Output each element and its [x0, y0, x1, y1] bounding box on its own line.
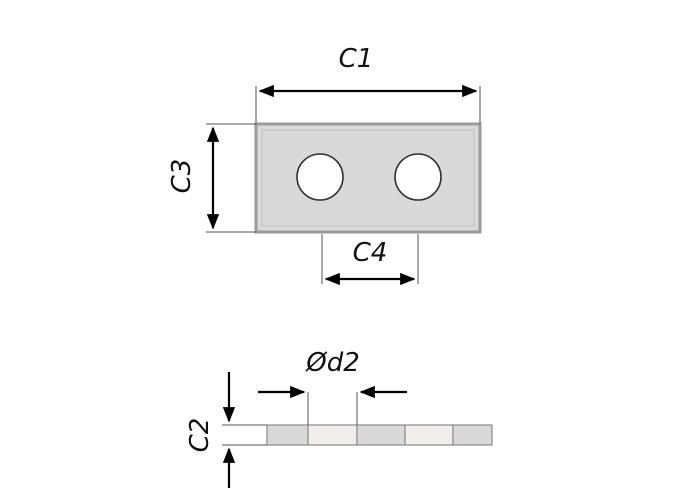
side-segment: [356, 424, 406, 446]
side-hole-segment: [404, 424, 454, 446]
top-view: C1 C3 C4: [167, 44, 482, 286]
side-view: Ød2 C2: [185, 348, 493, 488]
c2-label: C2: [185, 418, 215, 453]
plate-outline: [254, 122, 482, 234]
c1-label: C1: [339, 44, 374, 74]
dimension-c4: C4: [321, 234, 419, 286]
d2-label: Ød2: [305, 348, 360, 378]
c3-label: C3: [167, 159, 197, 194]
side-segment: [452, 424, 493, 446]
hole-right: [394, 153, 442, 201]
dimension-d2: Ød2: [258, 348, 407, 425]
side-segment: [266, 424, 309, 446]
c4-label: C4: [353, 238, 388, 268]
dimension-c3: C3: [167, 123, 256, 233]
hole-left: [296, 153, 344, 201]
plate-inner-edge: [261, 129, 475, 227]
side-hole-segment: [307, 424, 358, 446]
dimension-c1: C1: [255, 44, 481, 124]
dimension-c2: C2: [185, 372, 267, 488]
